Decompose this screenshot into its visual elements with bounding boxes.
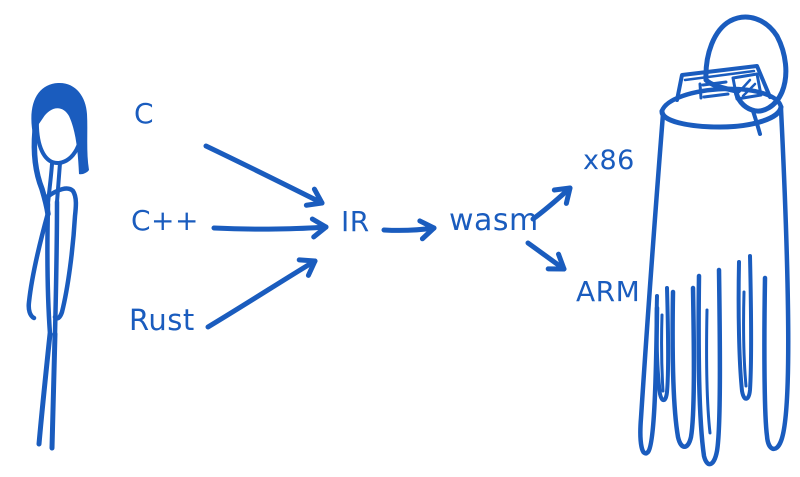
newspaper-photo-scribble: [737, 78, 757, 98]
strip-mid-left: [670, 285, 697, 449]
label-source-rust: Rust: [129, 303, 195, 337]
shredder-figure: [638, 14, 791, 467]
label-target-x86: x86: [583, 145, 635, 176]
strip-thin-right-inner: [742, 290, 748, 388]
label-ir: IR: [341, 205, 370, 238]
can-rim-front: [659, 104, 784, 130]
arrows: [203, 143, 573, 330]
person-hair: [31, 82, 90, 175]
arrow-cpp-to-ir: [211, 216, 329, 240]
label-source-cpp: C++: [131, 204, 199, 237]
strip-middle-inner: [705, 308, 712, 435]
person-figure: [26, 82, 90, 451]
shredded-strips: [654, 254, 754, 467]
arrow-c-to-ir: [203, 143, 325, 208]
can-left-side-strip: [638, 111, 666, 456]
arrow-wasm-to-arm: [525, 240, 567, 272]
person-left-arm: [26, 210, 51, 321]
person-legs: [36, 331, 58, 451]
arrow-rust-to-ir: [205, 257, 318, 330]
person-neck: [46, 161, 62, 206]
can-right-side-strip: [762, 106, 791, 452]
newspaper-fold-line: [683, 69, 756, 82]
strip-thin-left-inner: [660, 313, 665, 393]
strip-middle: [696, 267, 723, 467]
can-lid-hinge: [751, 109, 762, 136]
newspaper-outline: [675, 64, 772, 102]
strip-thin-left: [654, 286, 671, 403]
arrow-ir-to-wasm: [381, 218, 437, 242]
strip-thin-right: [736, 254, 754, 401]
arrow-wasm-to-x86: [530, 185, 573, 222]
label-target-arm: ARM: [576, 275, 641, 308]
can-lid-open: [703, 14, 789, 114]
label-source-c: C: [134, 97, 155, 130]
label-wasm: wasm: [449, 203, 539, 238]
person-torso: [45, 199, 60, 337]
person-right-arm: [44, 186, 79, 321]
